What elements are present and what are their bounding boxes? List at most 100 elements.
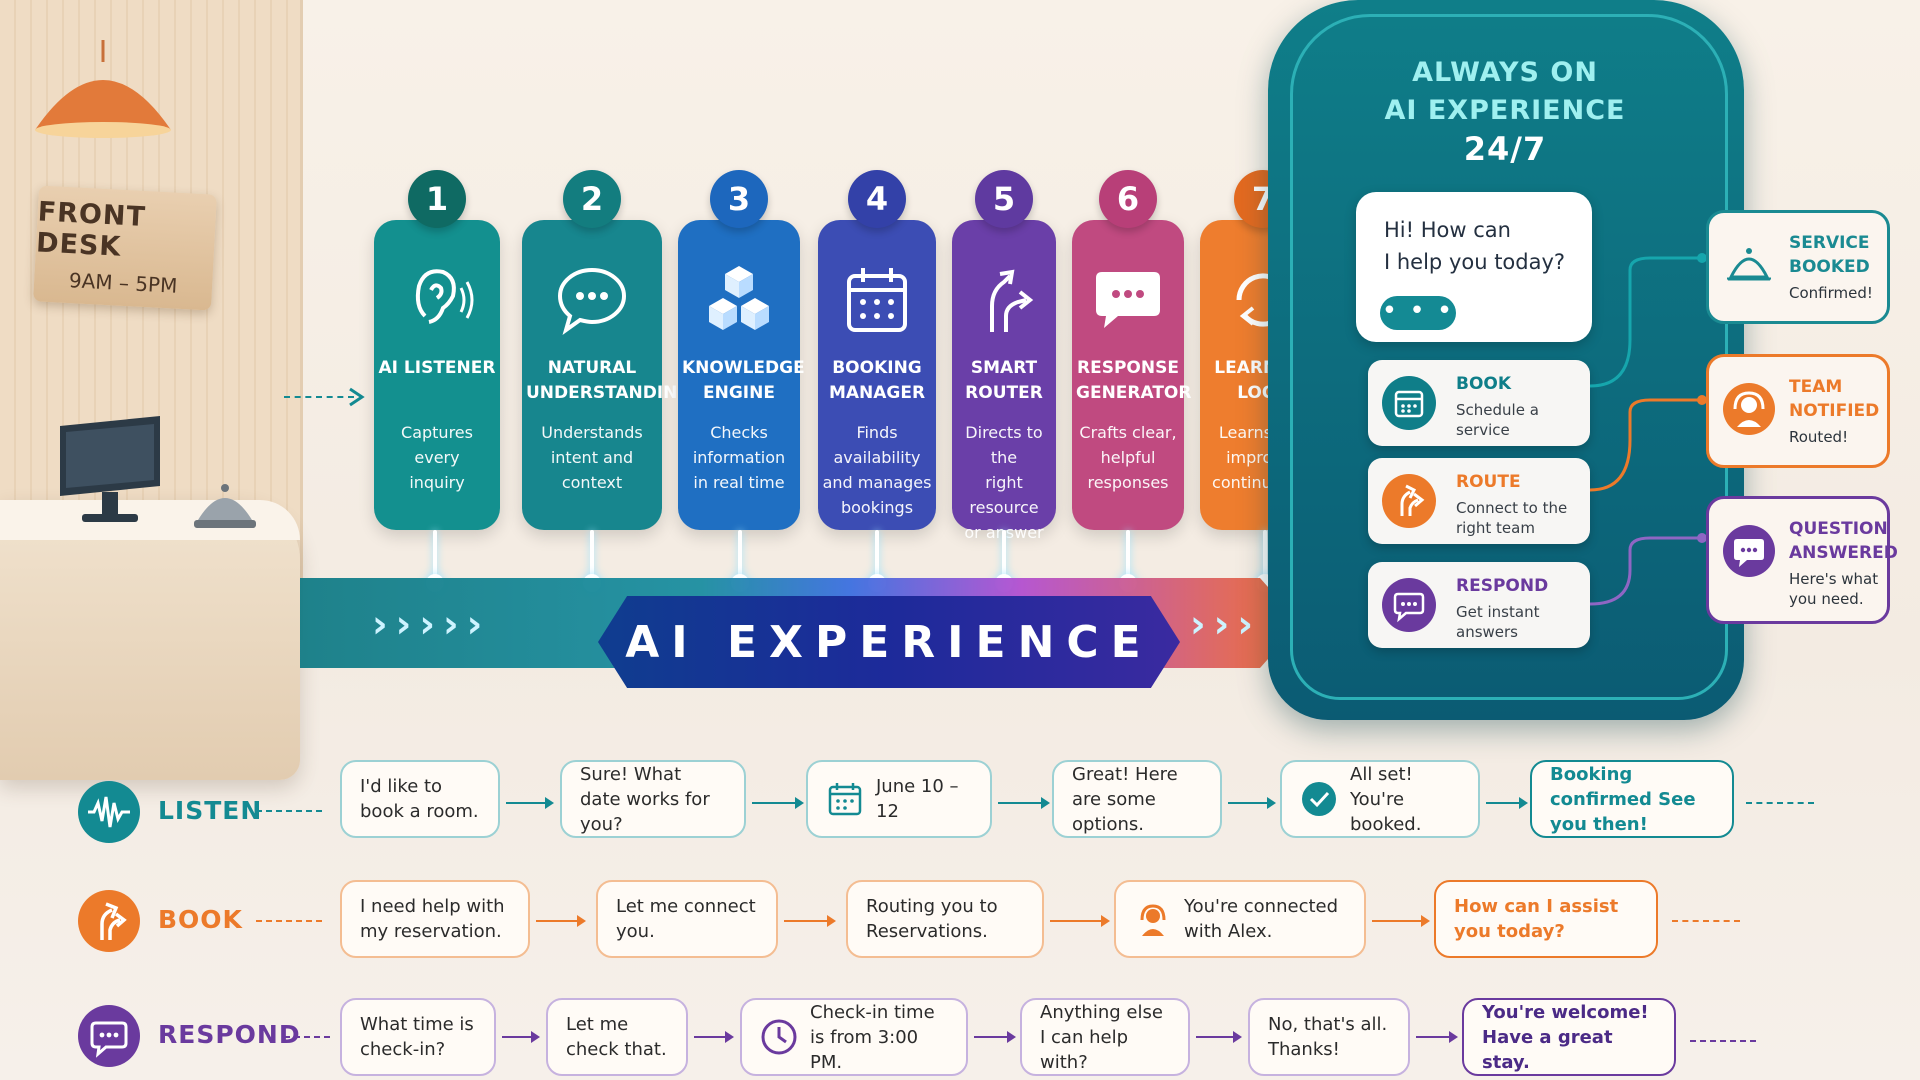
connected-message: You're connected with Alex. bbox=[1114, 880, 1366, 958]
flow-arrow bbox=[1228, 797, 1276, 809]
step-title-line2: GENERATOR bbox=[1076, 383, 1192, 403]
step-desc-line2: helpful bbox=[1100, 448, 1156, 467]
clock-icon bbox=[761, 1019, 797, 1055]
chat-message: Anything else I can help with? bbox=[1020, 998, 1190, 1076]
ai-experience-banner: AI EXPERIENCE bbox=[598, 596, 1180, 688]
action-label: BOOK bbox=[1456, 374, 1512, 394]
step-desc-line3: context bbox=[561, 473, 623, 492]
chat-message-final: How can I assist you today? bbox=[1434, 880, 1658, 958]
chat-message: No, that's all. Thanks! bbox=[1248, 998, 1410, 1076]
calendar-icon bbox=[847, 268, 907, 332]
action-sub: Connect to the right team bbox=[1456, 499, 1568, 537]
panel-title-line3: 24/7 bbox=[1463, 130, 1547, 168]
action-route-button[interactable]: ROUTE Connect to the right team bbox=[1368, 458, 1590, 544]
step-desc: Checks bbox=[710, 423, 768, 442]
step-number: 3 bbox=[710, 170, 768, 228]
step-title-line2: MANAGER bbox=[828, 383, 926, 403]
calendar-icon bbox=[828, 783, 862, 816]
step-title: SMART bbox=[970, 358, 1038, 378]
desk-to-flow-connector bbox=[284, 396, 354, 398]
step-desc-line2: every bbox=[414, 448, 460, 467]
action-label: RESPOND bbox=[1456, 576, 1549, 596]
front-desk-hours: 9AM – 5PM bbox=[68, 268, 178, 298]
booked-message-text: All set! You're booked. bbox=[1350, 763, 1422, 835]
step-title-line2: ROUTER bbox=[965, 383, 1043, 403]
greeting-bubble: Hi! How can I help you today? • • • bbox=[1356, 192, 1592, 342]
arrow-right-icon bbox=[349, 387, 365, 407]
speech-bubble-icon bbox=[1096, 272, 1160, 328]
step-connector bbox=[433, 530, 437, 582]
reception-counter bbox=[0, 500, 300, 780]
row-dash-end bbox=[1672, 920, 1740, 922]
step-title: RESPONSE bbox=[1077, 358, 1179, 378]
step-title-line2: UNDERSTANDING bbox=[526, 383, 692, 403]
chevrons-left-icon: ››››› bbox=[372, 602, 491, 646]
row-dash-end bbox=[1690, 1040, 1756, 1042]
action-respond-button[interactable]: RESPOND Get instant answers bbox=[1368, 562, 1590, 648]
check-circle-icon bbox=[1302, 782, 1336, 816]
row-dash bbox=[256, 920, 322, 922]
step-title: BOOKING bbox=[832, 358, 922, 378]
flow-arrow bbox=[974, 1031, 1016, 1043]
checkin-message-text: Check-in time is from 3:00 PM. bbox=[810, 1001, 935, 1073]
flow-arrow bbox=[752, 797, 804, 809]
step-number: 4 bbox=[848, 170, 906, 228]
step-title: KNOWLEDGE bbox=[682, 358, 805, 378]
action-book-button[interactable]: BOOK Schedule a service bbox=[1368, 360, 1590, 446]
chat-message: Let me check that. bbox=[546, 998, 688, 1076]
step-title-line2: ENGINE bbox=[703, 383, 775, 403]
chat-message: Sure! What date works for you? bbox=[560, 760, 746, 838]
pendant-lamp-icon bbox=[35, 40, 171, 138]
step-desc: Directs to the bbox=[965, 423, 1043, 467]
flow-arrow bbox=[784, 915, 836, 927]
result-label-line2: BOOKED bbox=[1789, 257, 1870, 277]
result-label: QUESTION bbox=[1789, 519, 1888, 539]
step-connector bbox=[875, 530, 879, 582]
greeting-line1: Hi! How can bbox=[1384, 218, 1511, 242]
flow-arrow bbox=[694, 1031, 734, 1043]
action-sub: Get instant answers bbox=[1456, 603, 1540, 641]
flow-arrow bbox=[1372, 915, 1430, 927]
split-arrow-icon bbox=[78, 890, 140, 952]
split-arrow-icon bbox=[1382, 474, 1436, 528]
monitor-icon bbox=[60, 416, 160, 522]
result-label-line2: NOTIFIED bbox=[1789, 401, 1880, 421]
flow-arrow bbox=[1050, 915, 1110, 927]
flow-arrow bbox=[502, 1031, 540, 1043]
row-dash bbox=[256, 810, 322, 812]
step-title: NATURAL bbox=[547, 358, 637, 378]
booked-message: All set! You're booked. bbox=[1280, 760, 1480, 838]
headset-icon bbox=[1140, 904, 1166, 936]
row-label-respond: RESPOND bbox=[158, 1020, 301, 1049]
action-label: ROUTE bbox=[1456, 472, 1521, 492]
banner-label: AI EXPERIENCE bbox=[625, 616, 1153, 668]
cubes-icon bbox=[709, 266, 769, 330]
speech-bubble-icon bbox=[1723, 525, 1775, 577]
step-desc: Captures bbox=[401, 423, 473, 442]
panel-title-line2: AI EXPERIENCE bbox=[1384, 95, 1626, 126]
step-desc-line2: and manages bbox=[822, 473, 932, 492]
action-result-wires bbox=[1590, 253, 1707, 606]
result-label: SERVICE bbox=[1789, 233, 1870, 253]
row-label-book: BOOK bbox=[158, 905, 243, 934]
step-number: 2 bbox=[563, 170, 621, 228]
chat-message: Routing you to Reservations. bbox=[846, 880, 1044, 958]
result-sub: Here's what you need. bbox=[1789, 570, 1879, 608]
step-number: 6 bbox=[1099, 170, 1157, 228]
flow-arrow bbox=[998, 797, 1050, 809]
result-service-booked: SERVICE BOOKED Confirmed! bbox=[1706, 210, 1890, 324]
result-sub: Confirmed! bbox=[1789, 284, 1873, 302]
step-number: 1 bbox=[408, 170, 466, 228]
chevrons-right-icon: ››› bbox=[1190, 602, 1261, 646]
step-desc-line3: responses bbox=[1087, 473, 1169, 492]
ear-icon bbox=[415, 269, 474, 324]
front-desk-title: FRONT DESK bbox=[35, 196, 147, 263]
step-desc-line3: bookings bbox=[840, 498, 914, 517]
